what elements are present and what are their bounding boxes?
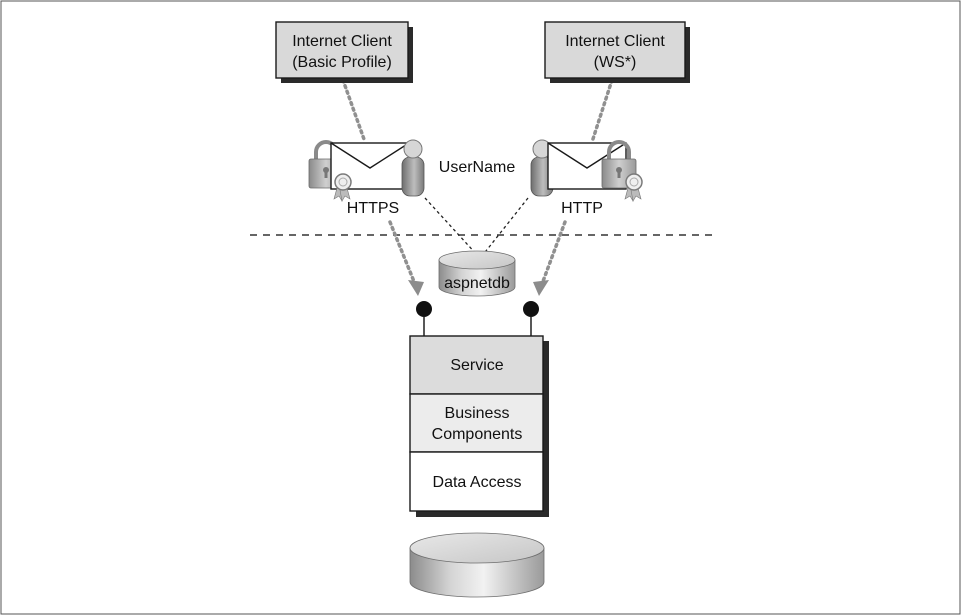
http-label: HTTP xyxy=(561,200,603,217)
user-figure-icon xyxy=(401,139,425,197)
left-auth-line xyxy=(424,197,479,257)
business-label-line1: Business xyxy=(445,405,510,422)
client-right-line1: Internet Client xyxy=(565,33,665,50)
http-endpoint xyxy=(523,301,539,336)
right-auth-line xyxy=(481,197,529,257)
right-message-group xyxy=(530,139,643,202)
certificate-icon xyxy=(624,173,643,202)
https-arrow xyxy=(388,220,417,286)
http-arrowhead xyxy=(533,280,549,296)
database-cylinder xyxy=(409,532,545,598)
https-label: HTTPS xyxy=(347,200,399,217)
left-client-connector xyxy=(341,78,367,144)
right-client-connector xyxy=(590,78,614,144)
https-endpoint xyxy=(416,301,432,336)
left-message-group xyxy=(308,139,425,202)
data-access-layer xyxy=(409,451,544,512)
business-components-layer xyxy=(409,393,544,453)
service-stack: Service Business Components Data Access xyxy=(409,335,549,517)
business-label-line2: Components xyxy=(432,426,523,443)
service-label: Service xyxy=(450,357,503,374)
client-right-line2: (WS*) xyxy=(594,54,637,71)
username-label: UserName xyxy=(439,159,516,176)
client-left-line1: Internet Client xyxy=(292,33,392,50)
internet-client-ws: Internet Client (WS*) xyxy=(544,21,690,83)
https-arrowhead xyxy=(408,280,424,296)
http-arrow xyxy=(540,220,567,286)
certificate-icon xyxy=(333,173,352,202)
service-layer xyxy=(409,335,544,395)
data-access-label: Data Access xyxy=(433,474,522,491)
internet-client-basic-profile: Internet Client (Basic Profile) xyxy=(275,21,413,83)
aspnetdb-label: aspnetdb xyxy=(444,275,510,292)
aspnetdb-database: aspnetdb xyxy=(438,250,516,297)
client-left-line2: (Basic Profile) xyxy=(292,54,392,71)
